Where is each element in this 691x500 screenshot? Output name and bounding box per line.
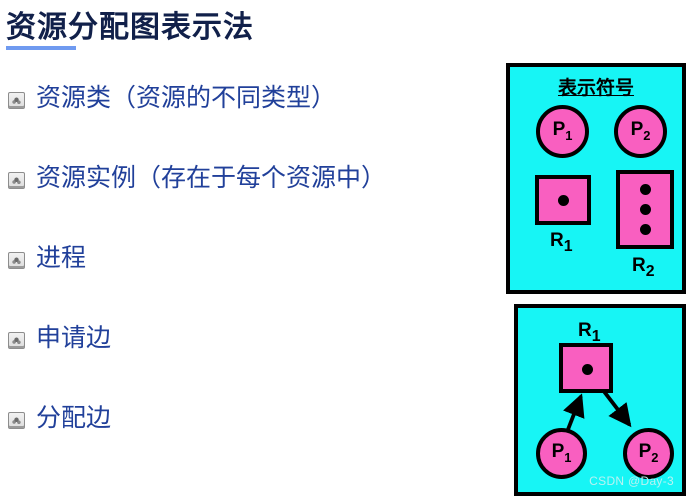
- process-node-p2-label: P2: [630, 119, 651, 143]
- page-title: 资源分配图表示法: [6, 11, 254, 44]
- symbol-legend-heading: 表示符号: [557, 78, 634, 99]
- gray-square-bullet-icon: [8, 412, 25, 429]
- process-node-p1-label: P1: [552, 119, 573, 143]
- resource-instance-dot: [640, 204, 651, 215]
- resource-node-r1-label: R1: [550, 230, 573, 255]
- watermark-text: CSDN @Day-3: [589, 474, 674, 488]
- list-item-label: 申请边: [36, 325, 112, 352]
- list-item[interactable]: 进程: [0, 238, 480, 318]
- resource-allocation-graph-panel: R1 P1 P2 CSDN @Day-3: [514, 304, 686, 496]
- graph-process-node-p2-label: P2: [638, 441, 659, 465]
- list-item[interactable]: 资源实例（存在于每个资源中）: [0, 158, 480, 238]
- resource-instance-dot: [640, 184, 651, 195]
- graph-resource-node-r1-label: R1: [578, 320, 601, 345]
- symbol-legend-panel: 表示符号 P1 P2 R1 R2: [506, 63, 686, 294]
- list-item-label: 进程: [36, 245, 87, 272]
- list-item[interactable]: 资源类（资源的不同类型）: [0, 78, 480, 158]
- request-edge-p1-r1: [563, 393, 585, 432]
- resource-instance-dot: [582, 364, 593, 375]
- list-item-label: 资源类（资源的不同类型）: [36, 85, 337, 112]
- resource-instance-dot: [640, 224, 651, 235]
- list-item[interactable]: 分配边: [0, 398, 480, 478]
- resource-node-r2: [616, 170, 674, 249]
- list-item-label: 分配边: [36, 405, 112, 432]
- resource-node-r2-label: R2: [632, 255, 655, 280]
- graph-resource-node-r1: [559, 343, 613, 393]
- graph-process-node-p1: P1: [536, 428, 587, 479]
- resource-instance-dot: [558, 195, 569, 206]
- process-node-p1: P1: [536, 105, 589, 158]
- gray-square-bullet-icon: [8, 92, 25, 109]
- gray-square-bullet-icon: [8, 252, 25, 269]
- list-item[interactable]: 申请边: [0, 318, 480, 398]
- process-node-p2: P2: [614, 105, 667, 158]
- graph-process-node-p2: P2: [623, 428, 674, 479]
- bullet-list: 资源类（资源的不同类型） 资源实例（存在于每个资源中） 进程 申请边 分配边: [0, 78, 480, 478]
- gray-square-bullet-icon: [8, 332, 25, 349]
- graph-process-node-p1-label: P1: [551, 441, 572, 465]
- list-item-label: 资源实例（存在于每个资源中）: [36, 165, 387, 192]
- title-underline-rule: [6, 46, 76, 50]
- gray-square-bullet-icon: [8, 172, 25, 189]
- resource-node-r1: [535, 175, 591, 225]
